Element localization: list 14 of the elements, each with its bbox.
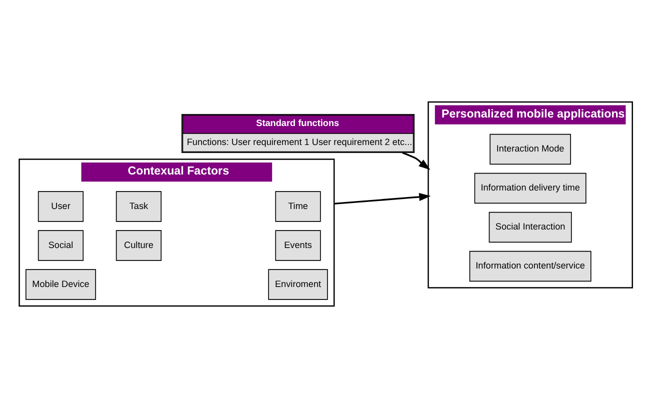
node-box: Information content/service <box>469 250 592 282</box>
node-box: Mobile Device <box>26 269 96 300</box>
node-box: Enviroment <box>268 269 328 300</box>
node-box: Social Interaction <box>488 212 572 243</box>
node-box: Social <box>38 230 84 261</box>
node-box: Events <box>275 230 321 261</box>
node-box: Information delivery time <box>474 172 586 204</box>
node-box: User <box>38 191 84 222</box>
arrow <box>402 152 430 170</box>
arrow <box>334 192 431 205</box>
node-box: Interaction Mode <box>490 134 571 165</box>
node-box: Task <box>116 191 162 222</box>
node-box: Culture <box>116 230 162 261</box>
node-box: Time <box>275 191 321 222</box>
